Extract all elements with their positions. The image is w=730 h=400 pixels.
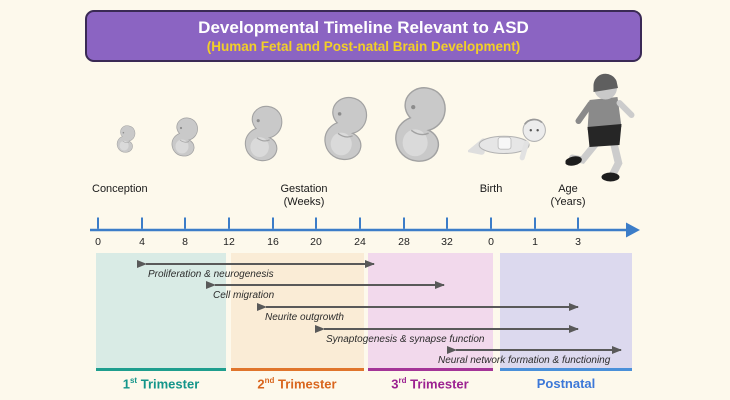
fetus-stage-2-icon [169, 117, 199, 157]
axis-arrowhead-icon [626, 222, 640, 238]
tick-label: 16 [267, 236, 279, 248]
tick-label: 0 [95, 236, 101, 248]
page-subtitle: (Human Fetal and Post-natal Brain Develo… [206, 38, 521, 54]
header-banner: Developmental Timeline Relevant to ASD (… [85, 10, 642, 62]
fetus-stage-5-icon [390, 86, 448, 163]
gestation-label: Gestation (Weeks) [280, 183, 328, 208]
tick-label: 3 [575, 236, 581, 248]
region-third-trimester [368, 253, 493, 371]
age-label: Age (Years) [550, 183, 586, 208]
region-first-trimester [96, 253, 226, 371]
tick-label: 8 [182, 236, 188, 248]
neural-network-label: Neural network formation & functioning [438, 355, 611, 366]
fetus-stage-3-icon [241, 105, 284, 162]
tick-label: 1 [532, 236, 538, 248]
tick-label: 28 [398, 236, 410, 248]
neurite-outgrowth-label: Neurite outgrowth [265, 312, 344, 323]
tick-label: 24 [354, 236, 366, 248]
cell-migration-label: Cell migration [213, 290, 275, 301]
page-title: Developmental Timeline Relevant to ASD [198, 17, 529, 37]
first-trimester-label: 1st Trimester [122, 376, 200, 392]
synaptogenesis-label: Synaptogenesis & synapse function [326, 334, 485, 345]
region-postnatal [500, 253, 632, 371]
proliferation-label: Proliferation & neurogenesis [148, 269, 274, 280]
tick-label: 4 [139, 236, 145, 248]
tick-label: 32 [441, 236, 453, 248]
crawling-baby-icon [468, 112, 554, 164]
third-trimester-label: 3rd Trimester [391, 376, 469, 392]
region-second-trimester [231, 253, 364, 371]
tick-label: 20 [310, 236, 322, 248]
birth-label: Birth [479, 183, 503, 195]
fetus-stage-1-icon [115, 125, 136, 153]
timeline-axis [90, 217, 640, 238]
fetus-stage-4-icon [320, 96, 369, 161]
tick-label: 0 [488, 236, 494, 248]
running-child-icon [565, 72, 636, 182]
postnatal-label: Postnatal [536, 376, 596, 391]
conception-label: Conception [92, 183, 148, 195]
tick-label: 12 [223, 236, 235, 248]
axis-ticks [97, 217, 579, 229]
second-trimester-label: 2nd Trimester [257, 376, 337, 392]
